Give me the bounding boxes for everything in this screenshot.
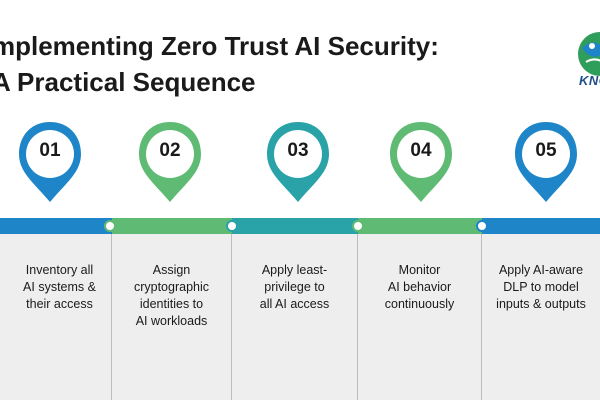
step-description: Monitor AI behavior continuously xyxy=(384,263,455,311)
step-number: 02 xyxy=(159,140,181,161)
map-pin-icon xyxy=(390,122,452,202)
map-pin-icon xyxy=(267,122,329,202)
step-marker-4: 04 xyxy=(384,118,458,212)
step-marker-2: 02 xyxy=(133,118,207,212)
step-number: 01 xyxy=(39,140,61,161)
step-marker-1: 01 xyxy=(13,118,87,212)
step-markers: 01 02 03 04 05 xyxy=(0,118,600,218)
timeline-band xyxy=(0,218,600,234)
logo-text: KNO xyxy=(579,73,600,88)
step-card-4: Monitor AI behavior continuously xyxy=(358,234,482,400)
timeline-segment-2 xyxy=(112,218,232,234)
map-pin-icon xyxy=(515,122,577,202)
timeline-node xyxy=(476,220,488,232)
step-number: 05 xyxy=(535,140,557,161)
title-line-1: mplementing Zero Trust AI Security: xyxy=(0,31,439,61)
step-card-2: Assign cryptographic identities to AI wo… xyxy=(112,234,232,400)
timeline-segment-1 xyxy=(0,218,112,234)
step-description: Apply least- privilege to all AI access xyxy=(259,263,330,311)
step-number: 03 xyxy=(287,140,309,161)
timeline-segment-3 xyxy=(232,218,358,234)
timeline-segment-4 xyxy=(358,218,482,234)
step-description: Assign cryptographic identities to AI wo… xyxy=(133,263,210,328)
map-pin-icon xyxy=(19,122,81,202)
step-marker-3: 03 xyxy=(261,118,335,212)
timeline-segment-5 xyxy=(482,218,600,234)
timeline-node xyxy=(226,220,238,232)
map-pin-icon xyxy=(139,122,201,202)
brain-globe-logo-icon xyxy=(578,32,600,76)
timeline-node xyxy=(104,220,116,232)
step-card-1: Inventory all AI systems & their access xyxy=(0,234,112,400)
step-description: Apply AI-aware DLP to model inputs & out… xyxy=(496,263,586,311)
step-card-3: Apply least- privilege to all AI access xyxy=(232,234,358,400)
step-number: 04 xyxy=(410,140,432,161)
timeline-node xyxy=(352,220,364,232)
step-description: Inventory all AI systems & their access xyxy=(23,263,96,311)
page-title: mplementing Zero Trust AI Security: A Pr… xyxy=(0,28,532,100)
step-marker-5: 05 xyxy=(509,118,583,212)
step-cards: Inventory all AI systems & their access … xyxy=(0,234,600,400)
title-line-2: A Practical Sequence xyxy=(0,67,256,97)
step-card-5: Apply AI-aware DLP to model inputs & out… xyxy=(482,234,600,400)
